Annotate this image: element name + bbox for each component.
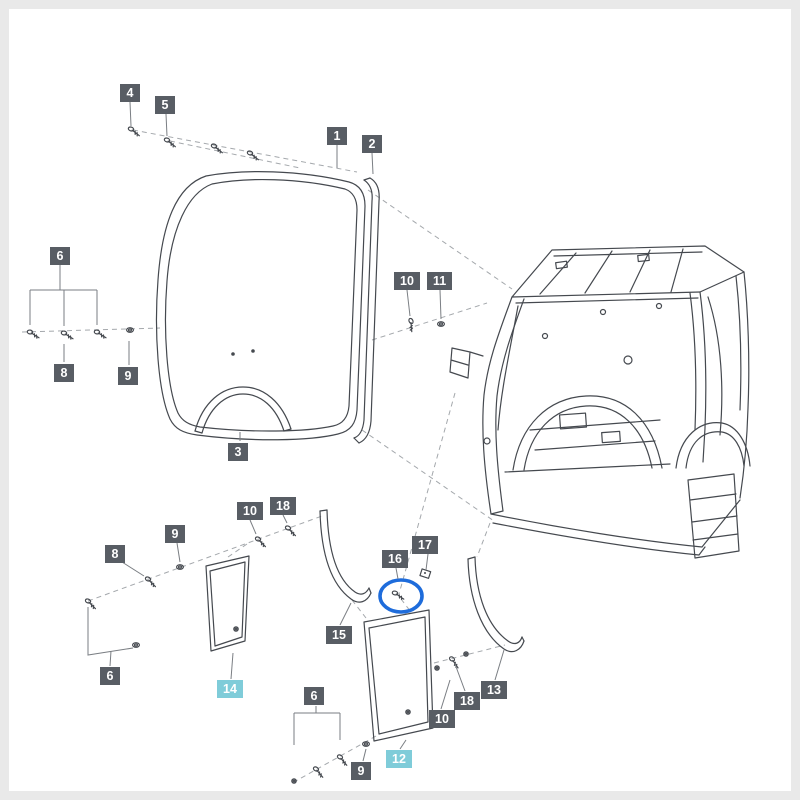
callout-9-b[interactable]: 9 bbox=[165, 525, 185, 543]
callout-5[interactable]: 5 bbox=[155, 96, 175, 114]
callout-10-a[interactable]: 10 bbox=[394, 272, 420, 290]
callout-17[interactable]: 17 bbox=[412, 536, 438, 554]
glass-panel-large bbox=[363, 609, 440, 742]
callout-leader-lines bbox=[29, 101, 505, 762]
callout-8-a[interactable]: 8 bbox=[54, 364, 74, 382]
clip-part-17 bbox=[419, 568, 432, 579]
callout-4[interactable]: 4 bbox=[120, 84, 140, 102]
callout-18-b[interactable]: 18 bbox=[454, 692, 480, 710]
callout-9-c[interactable]: 9 bbox=[351, 762, 371, 780]
callout-9-a[interactable]: 9 bbox=[118, 367, 138, 385]
callout-3[interactable]: 3 bbox=[228, 443, 248, 461]
lower-arch-seal bbox=[194, 386, 292, 434]
glass-run-channel-left bbox=[319, 509, 372, 603]
callout-8-b[interactable]: 8 bbox=[105, 545, 125, 563]
windshield-glass bbox=[155, 171, 366, 441]
callout-10-c[interactable]: 10 bbox=[429, 710, 455, 728]
callout-12[interactable]: 12 bbox=[386, 750, 412, 768]
windshield-seal-strip bbox=[353, 177, 380, 444]
cab-frame bbox=[449, 245, 751, 559]
callout-15[interactable]: 15 bbox=[326, 626, 352, 644]
callout-11[interactable]: 11 bbox=[427, 272, 453, 290]
callout-18-a[interactable]: 18 bbox=[270, 497, 296, 515]
callout-14[interactable]: 14 bbox=[217, 680, 243, 698]
circled-bolt-part-16 bbox=[378, 578, 424, 614]
callout-2[interactable]: 2 bbox=[362, 135, 382, 153]
callout-6-b[interactable]: 6 bbox=[100, 667, 120, 685]
highlight-circle bbox=[378, 578, 424, 614]
callout-13[interactable]: 13 bbox=[481, 681, 507, 699]
dashed-leader-lines bbox=[21, 129, 513, 783]
glass-panel-small bbox=[205, 555, 250, 652]
callout-6-c[interactable]: 6 bbox=[304, 687, 324, 705]
callout-6-a[interactable]: 6 bbox=[50, 247, 70, 265]
callout-16[interactable]: 16 bbox=[382, 550, 408, 568]
callout-10-b[interactable]: 10 bbox=[237, 502, 263, 520]
callout-1[interactable]: 1 bbox=[327, 127, 347, 145]
glass-run-channel-right bbox=[467, 556, 525, 653]
